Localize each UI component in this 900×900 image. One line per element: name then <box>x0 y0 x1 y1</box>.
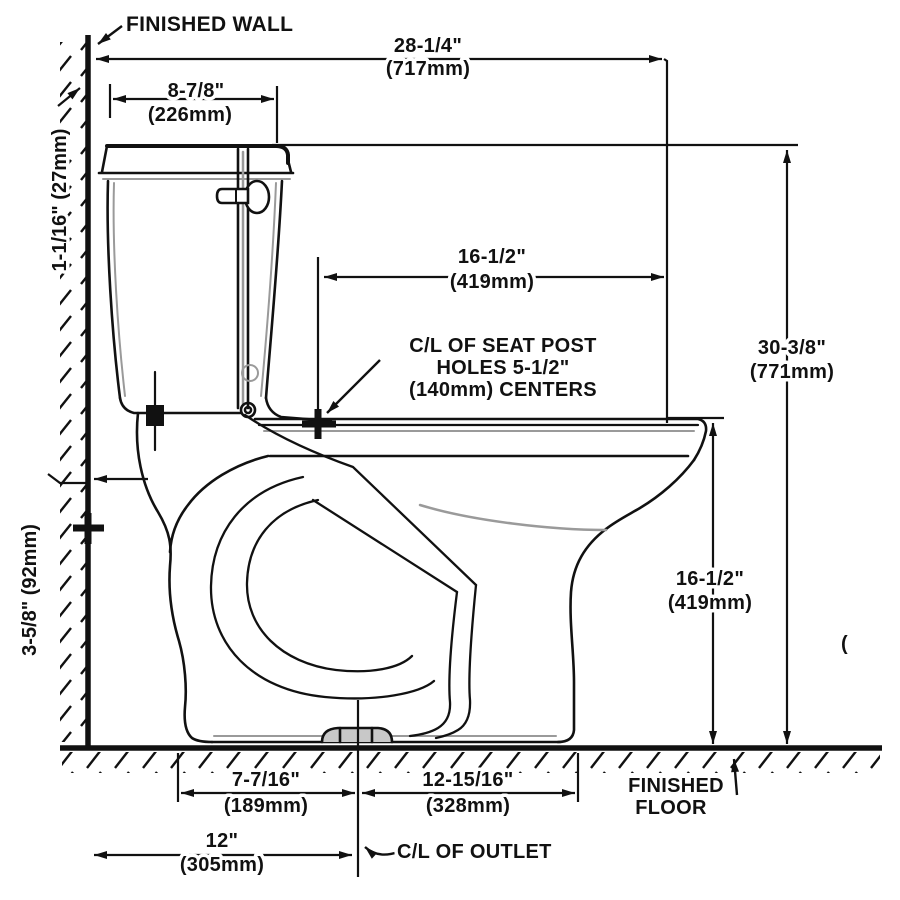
dim-outlet-to-front-mm: (328mm) <box>426 795 510 817</box>
stray-paren: ( <box>841 633 848 655</box>
trapway-lines <box>209 413 478 740</box>
outlet-leader <box>364 846 399 859</box>
finished-floor-leader <box>731 758 740 796</box>
dim-overall-height-in: 30-3/8" <box>758 337 826 359</box>
seat-post-note-2: HOLES 5-1/2" <box>436 357 569 379</box>
finished-floor-label-2: FLOOR <box>635 797 707 819</box>
text-labels: FINISHED WALL 28-1/4" (717mm) 8-7/8" (22… <box>16 10 852 880</box>
outlet-note-label: C/L OF OUTLET <box>397 841 552 863</box>
tank-body <box>106 147 333 423</box>
seat-post-leader <box>326 359 381 414</box>
dim-supply-height: 3-5/8" (92mm) <box>19 524 41 656</box>
dim-overall-depth-mm: (717mm) <box>386 58 470 80</box>
bowl-outline <box>135 411 696 744</box>
wall-hatching <box>60 42 86 742</box>
dim-rim-height-mm: (419mm) <box>668 592 752 614</box>
finished-floor-label-1: FINISHED <box>628 775 724 797</box>
seat-post-note-3: (140mm) CENTERS <box>409 379 597 401</box>
dim-lid-width-mm: (226mm) <box>148 104 232 126</box>
dim-wall-offset: 1-1/16" (27mm) <box>49 129 71 272</box>
dim-seat-hole-depth-in: 16-1/2" <box>458 246 526 268</box>
finished-wall-label: FINISHED WALL <box>126 13 293 36</box>
dim-rough-in-mm: (305mm) <box>180 854 264 876</box>
dim-rim-height-in: 16-1/2" <box>676 568 744 590</box>
tank-lid <box>97 144 295 180</box>
supply-cross-mark <box>73 513 104 544</box>
floor <box>60 745 882 773</box>
wall <box>60 35 91 750</box>
wall-offset-leader <box>57 87 81 107</box>
dim-seat-hole-depth-mm: (419mm) <box>450 271 534 293</box>
dim-foot-to-outlet-in: 7-7/16" <box>232 769 300 791</box>
tank-bolt <box>146 370 164 452</box>
dim-overall-depth-in: 28-1/4" <box>394 35 462 57</box>
finished-wall-leader <box>97 25 123 45</box>
dim-overall-height-mm: (771mm) <box>750 361 834 383</box>
leader-lines <box>97 25 740 859</box>
dim-rough-in-in: 12" <box>206 830 239 852</box>
flush-handle <box>215 179 271 215</box>
reference-marks <box>73 409 336 544</box>
floor-hatching <box>62 752 880 773</box>
dimension-lines <box>47 55 798 877</box>
dim-foot-to-outlet-mm: (189mm) <box>224 795 308 817</box>
ext-overall-depth <box>663 58 669 423</box>
supply-offset-bracket <box>47 473 86 485</box>
dim-lid-width-in: 8-7/8" <box>168 80 225 102</box>
toilet-body <box>97 144 708 744</box>
seat-post-note-1: C/L OF SEAT POST <box>409 335 596 357</box>
dim-outlet-to-front-in: 12-15/16" <box>422 769 513 791</box>
